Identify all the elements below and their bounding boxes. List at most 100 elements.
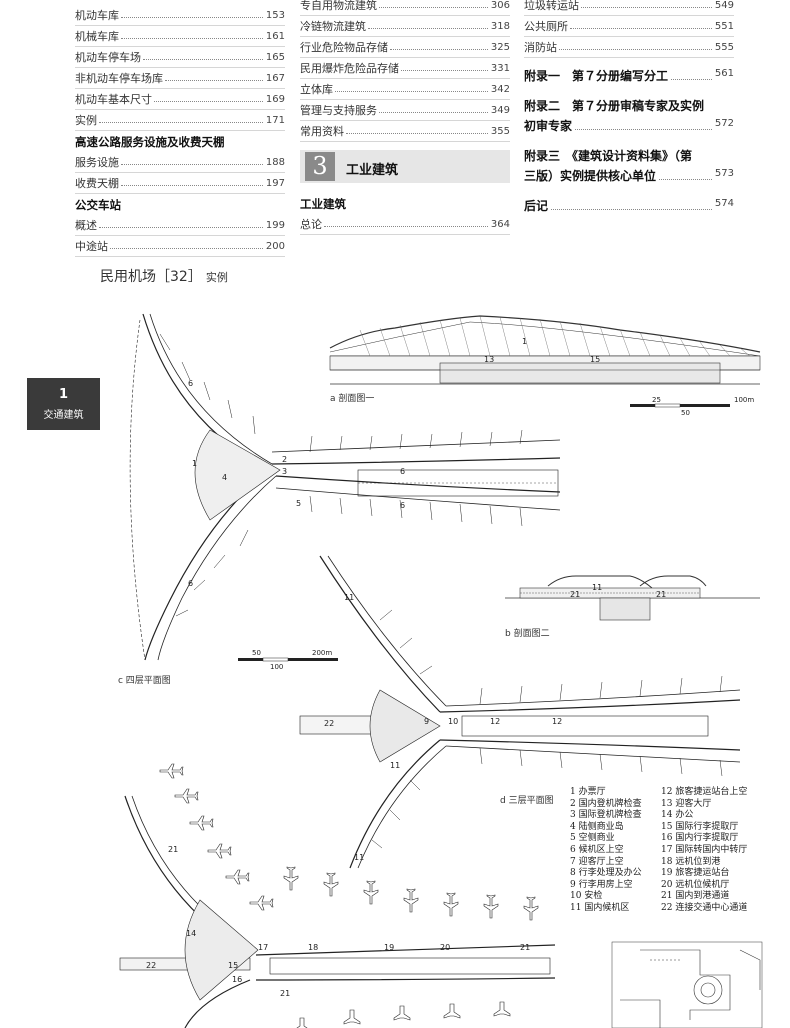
s1-label: 1 (522, 337, 527, 346)
caption-section-1: a 剖面图一 (330, 394, 375, 404)
toc-entry-label: 常用资料 (300, 125, 344, 138)
scale-label: 50 (252, 649, 261, 657)
legend-item: 19 旅客捷运站台 (661, 868, 730, 879)
plan-drawing-4f (129, 313, 561, 661)
s1-label: 13 (484, 355, 494, 364)
toc-dot-leader (346, 133, 488, 134)
toc-entry-label: 立体库 (300, 83, 333, 96)
toc-entry-page: 349 (490, 105, 510, 116)
s1-label: 15 (590, 355, 600, 364)
toc-dot-leader (154, 101, 263, 102)
section-drawing-1 (329, 315, 761, 385)
toc-entry-label: 服务设施 (75, 156, 119, 169)
toc-entry-page: 551 (714, 21, 734, 32)
page-header: 民用机场［32］实例 (100, 266, 228, 286)
legend-item: 12 旅客捷运站台上空 (661, 787, 748, 797)
toc-dot-leader (99, 227, 263, 228)
c-label: 5 (296, 499, 301, 508)
appendix-page: 573 (714, 168, 734, 179)
s2-label: 21 (656, 590, 666, 599)
legend-item: 16 国内行李提取厅 (661, 833, 739, 844)
toc-entry-page: 171 (265, 115, 285, 126)
toc-entry-page: 199 (265, 220, 285, 231)
appendix-page: 572 (714, 118, 734, 129)
appendix-page: 574 (714, 198, 734, 209)
toc-entry-label: 机动车停车场 (75, 51, 141, 64)
header-subtitle: 实例 (205, 271, 228, 284)
legend-item: 3 国际登机牌检查 (570, 810, 642, 821)
legend-item: 18 远机位到港 (661, 856, 721, 867)
d-label: 12 (490, 717, 500, 726)
toc-entry-page: 318 (490, 21, 510, 32)
legend-item: 7 迎客厅上空 (570, 856, 624, 867)
s2-label: 21 (570, 590, 580, 599)
toc-entry[interactable]: 实例 171 (75, 110, 285, 131)
legend-item: 8 行李处理及办公 (570, 868, 642, 879)
e-label: 16 (232, 975, 242, 984)
legend-item: 15 国际行李提取厅 (661, 821, 739, 832)
legend-item: 6 候机区上空 (570, 844, 624, 855)
side-tab-label: 交通建筑 (43, 410, 84, 421)
toc-entry[interactable]: 收费天棚 197 (75, 173, 285, 194)
d-label: 11 (354, 853, 364, 862)
toc-entry-page: 197 (265, 178, 285, 189)
toc-dot-leader (121, 17, 263, 18)
toc-entry-page: 555 (714, 42, 734, 53)
toc-entry-label: 中途站 (75, 240, 108, 253)
appendix-page: 561 (714, 68, 734, 79)
s2-label: 11 (592, 583, 602, 592)
toc-entry-label: 收费天棚 (75, 177, 119, 190)
toc-entry[interactable]: 公共厕所 551 (524, 16, 734, 37)
appendix-title: 附录三 《建筑设计资料集》（第 (524, 149, 693, 163)
toc-dot-leader (335, 91, 488, 92)
toc-dot-leader (121, 164, 263, 165)
c-label: 6 (188, 579, 193, 588)
header-bracket: ［32］ (156, 269, 202, 285)
toc-entry-label: 公共厕所 (524, 20, 568, 33)
toc-entry-page: 188 (265, 157, 285, 168)
toc-dot-leader (559, 49, 712, 50)
toc-entry[interactable]: 服务设施 188 (75, 152, 285, 173)
legend-item: 2 国内登机牌检查 (570, 798, 642, 809)
toc-dot-leader (165, 80, 263, 81)
caption-section-2: b 剖面图二 (505, 629, 550, 639)
toc-entry-page: 549 (714, 0, 734, 11)
c-label: 6 (188, 379, 193, 388)
toc-dot-leader (401, 70, 488, 71)
chapter-title: 工业建筑 (346, 163, 399, 178)
scale-label: 25 (652, 396, 661, 404)
toc-heading: 工业建筑 (300, 197, 346, 211)
toc-entry-label: 实例 (75, 114, 97, 127)
toc-heading: 高速公路服务设施及收费天棚 (75, 135, 225, 149)
d-label: 9 (424, 717, 429, 726)
c-label: 1 (192, 459, 197, 468)
side-tab[interactable]: 1 交通建筑 (27, 378, 100, 430)
c-label: 2 (282, 455, 287, 464)
toc-entry-label: 民用爆炸危险品存储 (300, 62, 399, 75)
c-label: 6 (400, 501, 405, 510)
e-label: 18 (308, 943, 318, 952)
